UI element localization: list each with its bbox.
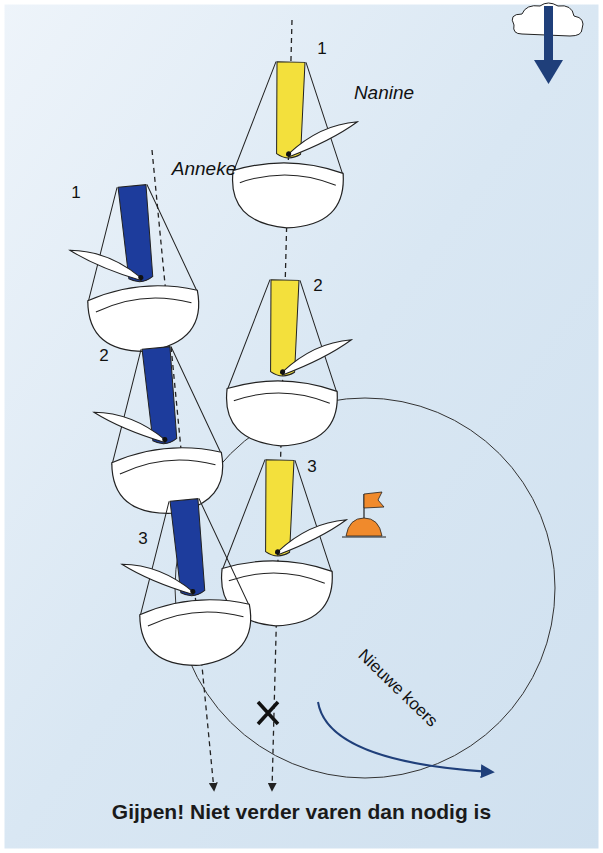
position-number: 1 — [71, 184, 80, 201]
boat-name: Nanine — [354, 83, 414, 102]
position-number: 2 — [99, 347, 108, 364]
position-number: 1 — [317, 40, 326, 57]
position-number: 3 — [307, 458, 316, 475]
position-number: 2 — [313, 277, 322, 294]
caption: Gijpen! Niet verder varen dan nodig is — [0, 800, 603, 824]
position-number: 3 — [138, 530, 147, 547]
boat-name: Anneke — [172, 159, 236, 178]
